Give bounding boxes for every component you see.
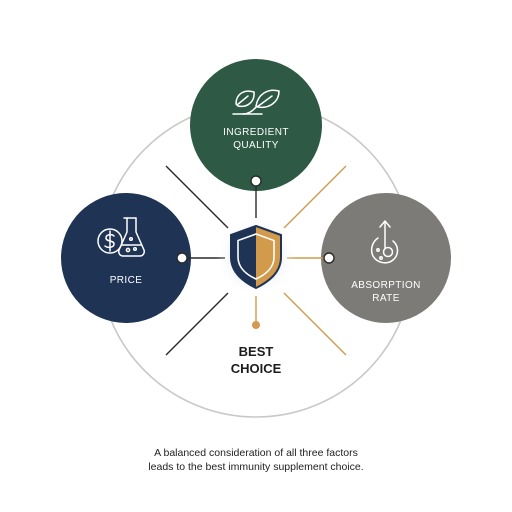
caption-line2: leads to the best immunity supplement ch… <box>148 461 364 473</box>
ingredient-quality-label-line1: INGREDIENT <box>223 127 289 138</box>
connector-left-dot <box>176 252 188 264</box>
caption-line1: A balanced consideration of all three fa… <box>154 447 358 459</box>
connector-bottom-dot <box>252 321 260 329</box>
absorption-rate-label-line2: RATE <box>372 293 400 304</box>
ingredient-quality-node <box>190 59 322 191</box>
ingredient-quality-label-line2: QUALITY <box>233 140 279 151</box>
dollar-flask-icon <box>97 217 145 257</box>
connector-line <box>283 165 347 229</box>
connector-line <box>283 292 347 356</box>
absorption-rate-node <box>321 193 451 323</box>
caption: A balanced consideration of all three fa… <box>96 446 416 474</box>
best-choice-label: BEST CHOICE <box>196 343 316 377</box>
absorption-rate-label: ABSORPTION RATE <box>326 279 446 305</box>
connector-right-dot <box>323 252 335 264</box>
price-node <box>61 193 191 323</box>
price-label: PRICE <box>76 274 176 287</box>
connector-line <box>165 165 229 229</box>
price-label-text: PRICE <box>109 275 143 286</box>
leaf-icon <box>232 89 280 115</box>
connector-line <box>165 292 229 356</box>
ingredient-quality-label: INGREDIENT QUALITY <box>196 126 316 152</box>
absorption-cell-icon <box>370 220 399 264</box>
best-choice-line2: CHOICE <box>230 361 282 376</box>
connector-top-dot <box>250 175 262 187</box>
best-choice-line1: BEST <box>238 344 274 359</box>
absorption-rate-label-line1: ABSORPTION <box>351 280 421 291</box>
